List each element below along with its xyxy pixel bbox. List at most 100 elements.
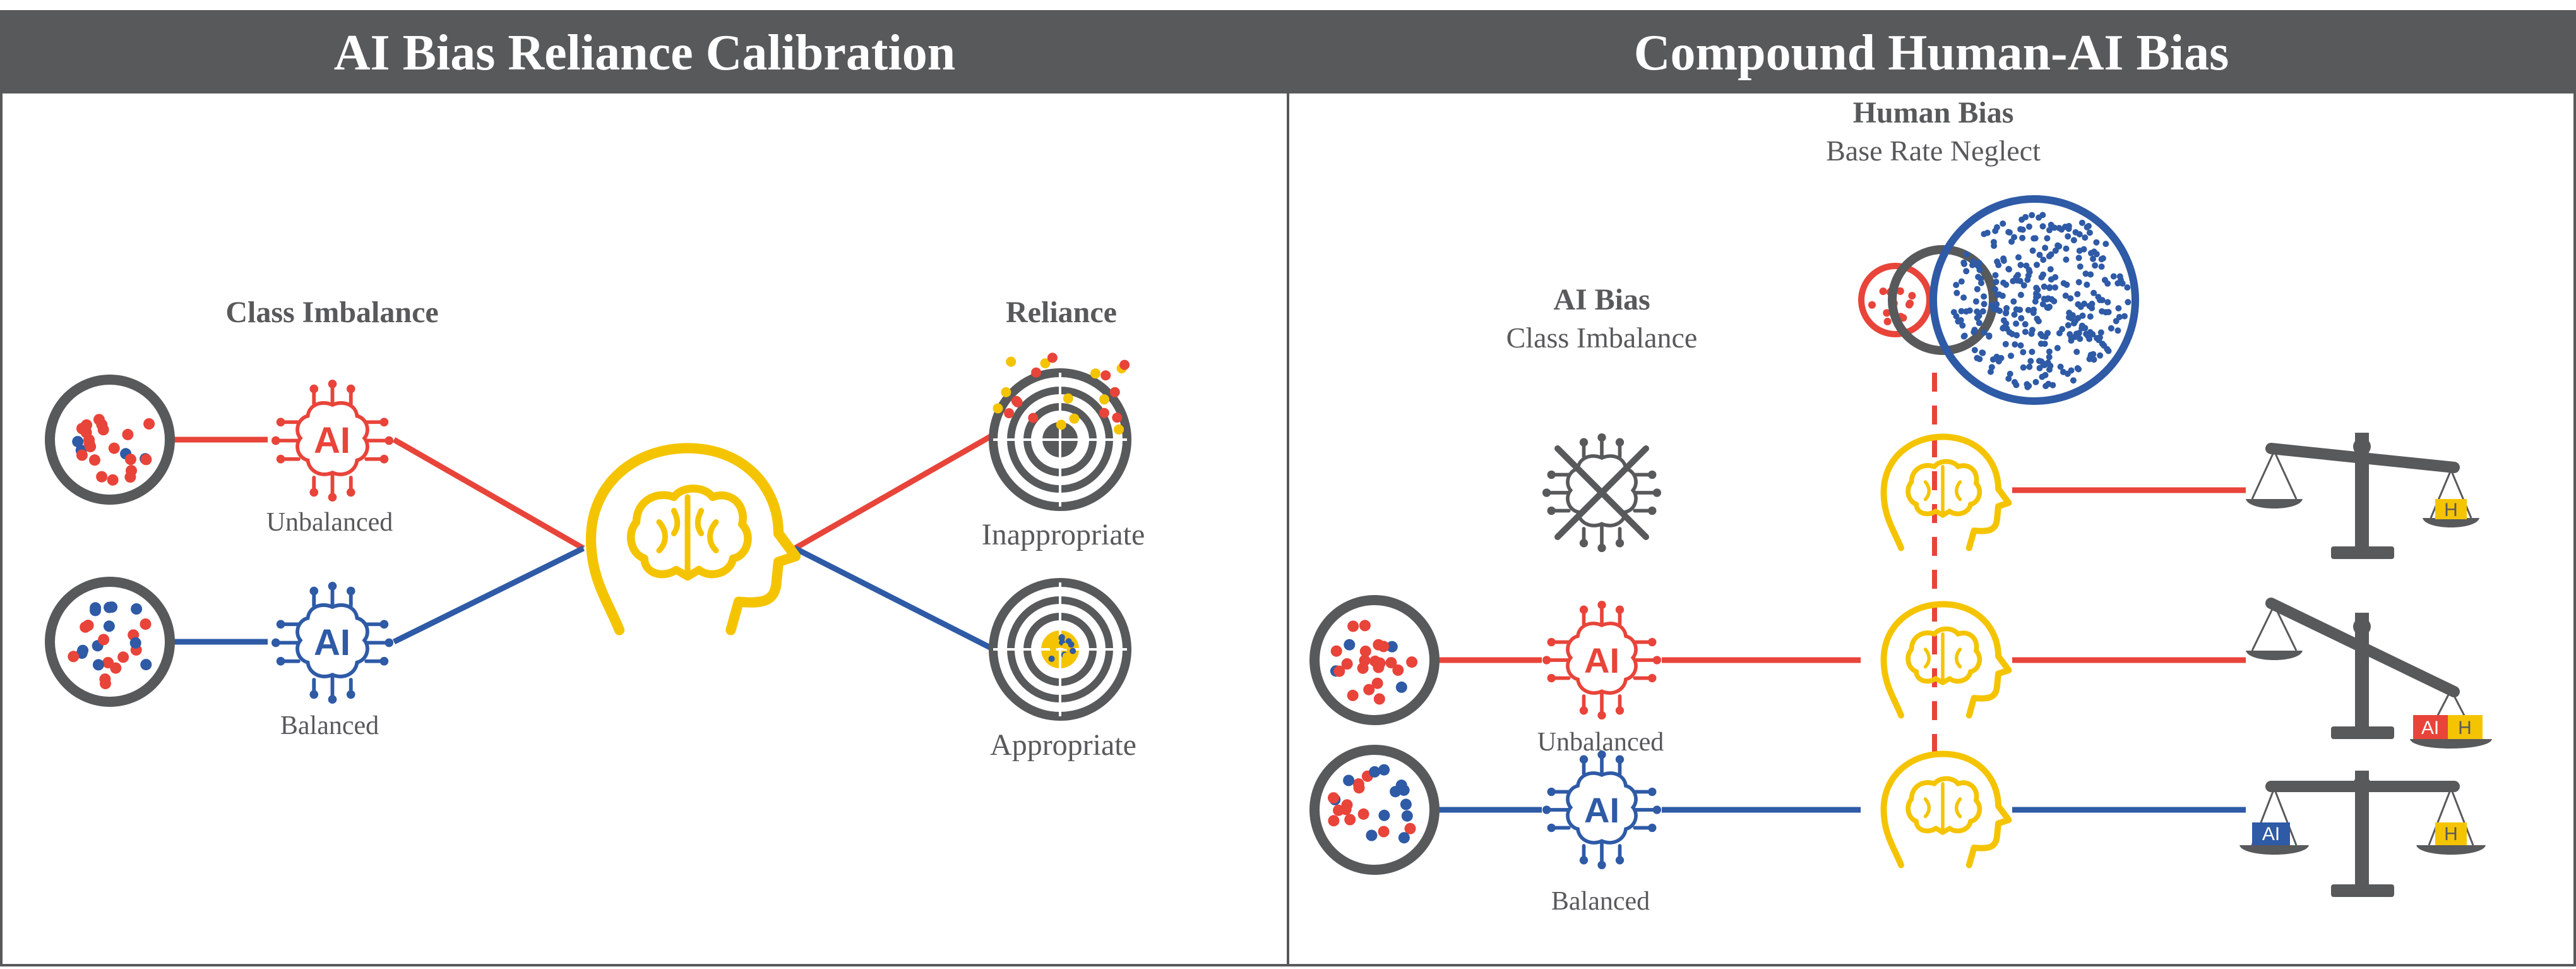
data-dot [1993,301,2000,308]
balanced-data-pool-icon [1309,745,1440,875]
data-dot [1959,322,1966,329]
data-dot [2029,247,2036,254]
data-dot [2114,280,2121,287]
data-dot [1996,308,2003,315]
data-dot [1392,664,1404,676]
data-dot [2074,365,2081,371]
data-dot [2030,306,2037,313]
hit-dot [1119,359,1130,370]
data-dot [1406,656,1418,668]
blue-connector [393,545,585,645]
data-dot [2040,271,2046,278]
data-dot [1343,774,1355,786]
data-dot [1333,665,1345,677]
human-brain-head-icon [1884,754,2009,865]
hit-dot [1069,413,1080,424]
data-dot [2013,274,2020,280]
data-dot [2105,309,2112,315]
data-dot [2022,328,2029,335]
data-dot [1378,809,1390,821]
unbalanced-ai-chip-icon: AI [1542,601,1661,719]
data-dot [1328,792,1339,804]
data-dot [68,651,80,663]
hit-dot [1100,370,1111,381]
appropriate-target-icon [989,578,1131,721]
hit-dot [1004,408,1015,419]
data-dot [2026,268,2033,275]
data-dot [2029,349,2036,355]
data-dot [2005,265,2012,272]
data-dot [1999,292,2006,299]
human-brain-head-icon [1884,437,2009,548]
human-bias-heading: Human Bias [1853,96,2014,129]
blue-connector [793,545,996,653]
data-dot [2039,373,2046,380]
data-dot [2046,303,2053,310]
data-dot [2054,345,2061,351]
hit-dot [1112,412,1123,423]
panel-compound-human-ai-bias: Compound Human-AI Bias [1287,10,2576,966]
data-dot [2000,317,2007,324]
data-dot [2028,330,2035,337]
data-dot [2105,347,2112,354]
hit-dot [1048,655,1055,662]
data-dot [2119,280,2126,287]
data-dot [90,602,102,614]
data-dot [1979,349,1986,356]
data-dot [2063,245,2070,252]
data-dot [1357,662,1369,674]
data-dot [1971,347,1978,354]
weight-ai-label: AI [2262,824,2280,845]
data-dot [2048,296,2055,303]
data-dot [2073,330,2080,337]
data-dot [2056,330,2063,337]
weight-h-label: H [2458,718,2472,738]
data-dot [2046,227,2053,234]
data-dot [2086,229,2093,236]
data-dot [2011,311,2018,318]
data-dot [2017,306,2024,313]
data-dot [1378,764,1390,776]
data-dot [2008,352,2014,359]
hit-dot [1056,419,1066,430]
data-dot [1988,364,1995,371]
data-dot [1363,683,1375,695]
panel-ai-bias-reliance-calibration: AI Bias Reliance Calibration [0,10,1289,966]
base-rate-neglect-venn-icon [1858,195,2139,758]
data-dot [2064,224,2071,231]
data-dot [2052,284,2058,291]
data-dot [126,465,137,477]
data-dot [1958,308,1965,315]
data-dot [2006,329,2013,336]
data-dot [1974,286,1981,292]
data-dot [77,644,89,656]
inappropriate-target-icon [989,352,1131,511]
balanced-data-pool-icon [45,577,175,707]
data-dot [2045,380,2052,387]
data-dot [2063,281,2070,288]
data-dot [2033,284,2040,291]
data-dot [2108,325,2114,332]
data-dot [2040,256,2047,263]
data-dot [1981,301,1988,308]
hit-dot [1090,368,1100,379]
data-dot [2116,313,2123,320]
data-dot [2020,364,2027,371]
data-dot [1969,262,1976,268]
data-dot [2005,375,2012,382]
hit-dot [1012,397,1023,407]
data-dot [1960,259,1967,266]
data-dot [1986,332,1993,339]
data-dot [140,454,152,466]
ai-chip-text: AI [1584,641,1619,680]
data-dot [2073,349,2080,355]
data-dot [2082,270,2089,277]
data-dot [1330,645,1342,657]
data-dot [2075,279,2082,286]
data-dot [1395,681,1407,693]
data-dot [2077,263,2084,270]
human-bias-subheading: Base Rate Neglect [1826,135,2041,167]
data-dot [1981,293,1988,300]
data-dot [1990,239,1997,246]
data-dot [1386,641,1398,653]
